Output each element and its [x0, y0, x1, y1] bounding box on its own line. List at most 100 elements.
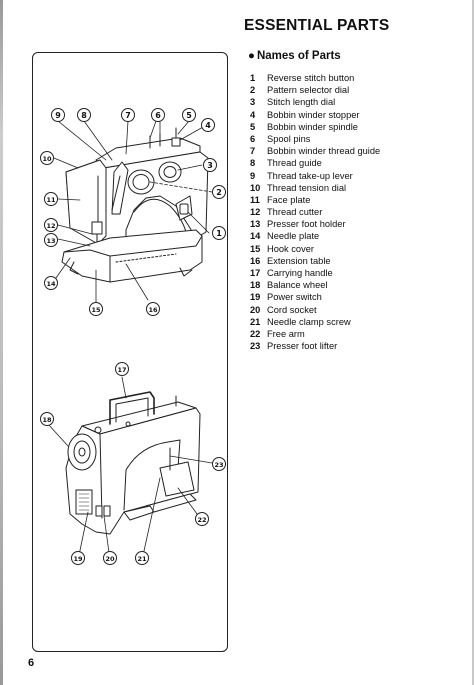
callout-19: 19 [73, 555, 83, 563]
section-heading-text: Names of Parts [256, 50, 341, 62]
part-label: Thread take-up lever [267, 170, 353, 181]
part-item: 13 Presser foot holder [250, 218, 380, 230]
part-number: 4 [250, 109, 256, 120]
part-label: Bobbin winder stopper [267, 109, 360, 120]
part-number: 6 [250, 133, 256, 144]
callout-20: 20 [105, 555, 115, 563]
part-number: 1 [250, 73, 256, 83]
part-label: Power switch [267, 292, 322, 303]
part-label: Carrying handle [267, 268, 333, 278]
part-number: 8 [250, 158, 256, 169]
front-view-leader-lines [53, 120, 213, 303]
part-item: 3 Stitch length dial [250, 96, 380, 108]
scan-edge-right [472, 0, 474, 685]
part-number: 22 [250, 328, 261, 339]
part-item: 23 Presser foot lifter [250, 340, 380, 352]
part-item: 6 Spool pins [250, 133, 380, 145]
part-label: Spool pins [267, 133, 311, 144]
callout-4: 4 [205, 121, 211, 130]
part-number: 13 [250, 219, 261, 230]
part-item: 8 Thread guide [250, 157, 380, 169]
part-label: Needle clamp screw [267, 316, 351, 327]
part-label: Bobbin winder spindle [267, 121, 358, 132]
callout-8: 8 [81, 111, 87, 120]
part-label: Cord socket [267, 304, 317, 315]
callout-16: 16 [148, 306, 158, 314]
callout-9: 9 [55, 111, 61, 120]
part-label: Thread tension dial [267, 182, 347, 193]
part-label: Thread cutter [267, 207, 323, 218]
part-number: 14 [250, 231, 261, 242]
part-label: Reverse stitch button [267, 73, 355, 83]
part-item: 21 Needle clamp screw [250, 316, 380, 328]
part-item: 10 Thread tension dial [250, 182, 380, 194]
page-number: 6 [28, 657, 35, 669]
part-item: 14 Needle plate [250, 230, 380, 242]
part-number: 5 [250, 121, 256, 132]
scan-edge [0, 0, 3, 685]
part-item: 17 Carrying handle [250, 267, 380, 279]
part-number: 12 [250, 207, 261, 218]
part-item: 19 Power switch [250, 291, 380, 303]
callout-3: 3 [207, 161, 213, 170]
part-item: 20 Cord socket [250, 304, 380, 316]
callout-10: 10 [42, 155, 52, 163]
part-item: 15 Hook cover [250, 243, 380, 255]
callout-18: 18 [42, 416, 52, 424]
part-item: 9 Thread take-up lever [250, 170, 380, 182]
front-view-drawing [61, 127, 209, 283]
part-number: 18 [250, 280, 261, 291]
callout-2: 2 [216, 188, 222, 197]
part-number: 7 [250, 146, 256, 157]
part-item: 18 Balance wheel [250, 279, 380, 291]
callout-14: 14 [46, 280, 56, 288]
callout-7: 7 [125, 111, 131, 120]
part-item: 11 Face plate [250, 194, 380, 206]
part-item: 1 Reverse stitch button [250, 72, 380, 84]
rear-view-drawing [65, 391, 201, 535]
part-number: 23 [250, 341, 261, 352]
callout-markers [40, 108, 226, 565]
part-label: Bobbin winder thread guide [267, 146, 381, 157]
part-label: Needle plate [267, 231, 320, 242]
callout-numbers: 9 8 7 6 5 4 10 3 2 11 1 12 13 14 15 16 1… [42, 111, 223, 563]
part-number: 21 [250, 316, 261, 327]
callout-12: 12 [46, 222, 55, 230]
page-title: ESSENTIAL PARTS [244, 17, 390, 34]
part-label: Extension table [267, 255, 331, 266]
callout-21: 21 [137, 555, 147, 563]
part-label: Balance wheel [267, 280, 328, 291]
section-heading: ●Names of Parts [248, 50, 341, 62]
part-label: Presser foot lifter [267, 341, 338, 352]
callout-13: 13 [46, 237, 55, 245]
part-number: 10 [250, 182, 261, 193]
part-number: 3 [250, 97, 256, 108]
part-label: Stitch length dial [267, 97, 336, 108]
part-item: 5 Bobbin winder spindle [250, 121, 380, 133]
part-number: 19 [250, 292, 261, 303]
part-number: 11 [250, 194, 260, 205]
part-label: Presser foot holder [267, 219, 346, 230]
callout-5: 5 [186, 111, 192, 120]
part-item: 16 Extension table [250, 255, 380, 267]
part-label: Thread guide [267, 158, 322, 169]
callout-23: 23 [214, 461, 223, 469]
part-number: 16 [250, 255, 261, 266]
part-label: Hook cover [267, 243, 315, 254]
part-number: 20 [250, 304, 261, 315]
callout-17: 17 [117, 366, 126, 374]
bullet-icon: ● [248, 50, 255, 62]
part-number: 17 [250, 268, 261, 278]
part-label: Pattern selector dial [267, 85, 350, 96]
callout-11: 11 [46, 196, 56, 204]
part-number: 15 [250, 243, 261, 254]
part-item: 4 Bobbin winder stopper [250, 109, 380, 121]
part-number: 9 [250, 170, 256, 181]
part-label: Face plate [267, 194, 311, 205]
callout-22: 22 [197, 516, 206, 524]
callout-15: 15 [91, 306, 101, 314]
